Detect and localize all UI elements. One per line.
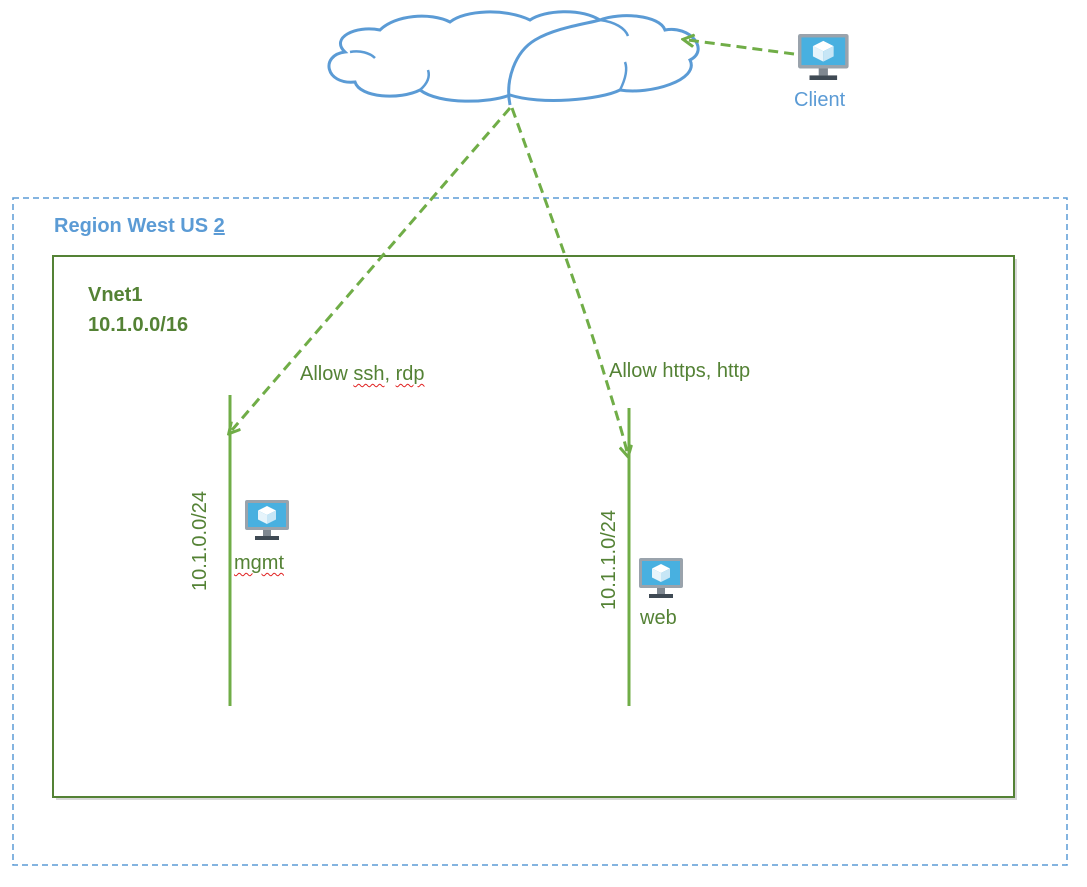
mgmt-rule-sep: ,	[384, 363, 396, 385]
vnet-shadow	[56, 259, 1017, 800]
vnet-cidr: 10.1.0.0/16	[88, 314, 189, 336]
vnet-boundary	[52, 255, 1015, 798]
mgmt-subnet-cidr: 10.1.0.0/24	[189, 490, 211, 592]
region-label-main: Region West US	[54, 215, 214, 237]
mgmt-rule-prefix: Allow	[300, 363, 354, 385]
web-vm-label: web	[640, 607, 677, 629]
region-label-suffix: 2	[213, 215, 225, 237]
web-rule-label: Allow https, http	[609, 360, 751, 382]
vnet-name: Vnet1	[88, 284, 143, 306]
mgmt-vm-icon	[245, 500, 289, 540]
client-label: Client	[794, 89, 846, 111]
internet-cloud-icon	[327, 10, 700, 106]
web-vm-icon	[639, 558, 683, 598]
arrow-client-to-cloud	[688, 40, 795, 56]
mgmt-rule-rdp: rdp	[395, 363, 425, 385]
web-subnet-cidr: 10.1.1.0/24	[598, 509, 620, 611]
region-label: Region West US 2	[54, 216, 225, 236]
arrow-cloud-to-web	[510, 107, 627, 452]
mgmt-rule-ssh: ssh	[353, 363, 385, 385]
client-vm-icon	[798, 34, 849, 80]
mgmt-vm-label: mgmt	[234, 552, 284, 574]
mgmt-rule-label: Allow ssh, rdp	[300, 364, 425, 384]
arrow-cloud-to-mgmt	[232, 107, 512, 430]
region-boundary	[12, 197, 1068, 866]
